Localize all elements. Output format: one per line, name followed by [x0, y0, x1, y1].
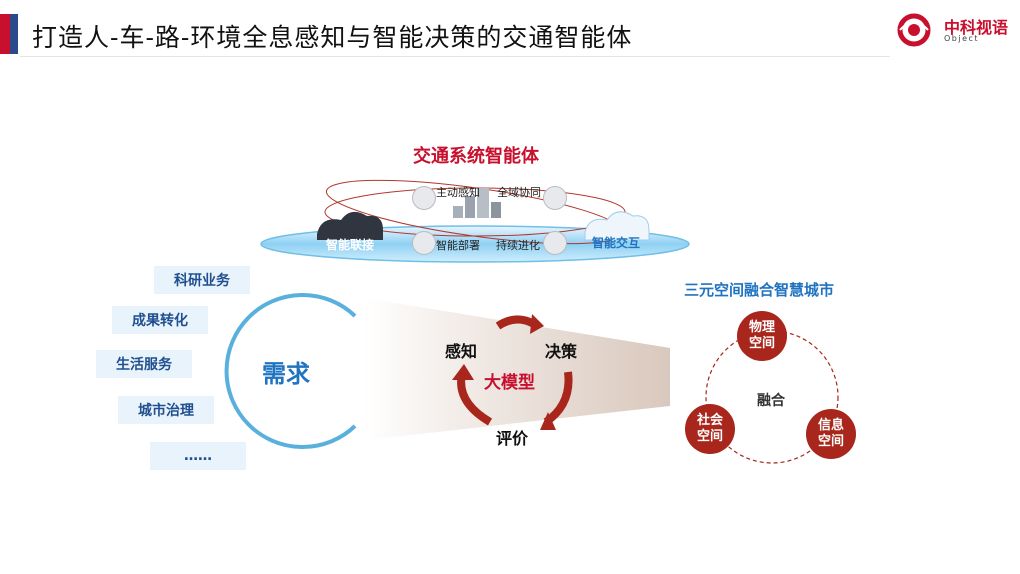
feature-active-perception: 主动感知 — [436, 186, 480, 199]
space-physical: 物理空间 — [737, 311, 787, 361]
space-social: 社会空间 — [685, 404, 735, 454]
feature-continuous-evolution: 持续进化 — [496, 239, 540, 252]
cloud-interaction-label: 智能交互 — [592, 236, 641, 250]
cloud-connect-label: 智能联接 — [326, 238, 375, 252]
demand-funnel-graphic — [224, 293, 670, 449]
space-information: 信息空间 — [806, 409, 856, 459]
city-title: 三元空间融合智慧城市 — [684, 281, 835, 299]
model-center-label: 大模型 — [484, 373, 535, 393]
page-title: 打造人-车-路-环境全息感知与智能决策的交通智能体 — [32, 23, 633, 52]
feature-smart-deployment: 智能部署 — [436, 239, 480, 252]
fusion-label: 融合 — [757, 393, 785, 409]
agent-panel-title: 交通系统智能体 — [413, 146, 539, 167]
perception-icon — [412, 186, 436, 210]
demand-label: 需求 — [262, 360, 310, 388]
feature-global-collaboration: 全域协同 — [497, 186, 541, 199]
demand-item-city-governance: 城市治理 — [118, 396, 214, 424]
step-decision: 决策 — [545, 342, 578, 361]
logo-icon — [897, 13, 931, 47]
model-cycle-arrows — [452, 314, 573, 430]
demand-item-life-service: 生活服务 — [96, 350, 192, 378]
deployment-icon — [412, 231, 436, 255]
demand-item-achievement: 成果转化 — [112, 306, 208, 334]
title-accent-bar-blue — [10, 14, 18, 54]
demand-item-research: 科研业务 — [154, 266, 250, 294]
step-evaluation: 评价 — [496, 429, 529, 448]
logo-subtext: Object — [944, 34, 980, 43]
logo-text: 中科视语 — [944, 18, 1009, 37]
agent-platform-graphic — [260, 179, 690, 263]
demand-item-more: …… — [150, 442, 246, 470]
collaboration-icon — [543, 186, 567, 210]
step-perception: 感知 — [445, 342, 478, 361]
title-divider — [20, 56, 890, 57]
evolution-icon — [543, 231, 567, 255]
